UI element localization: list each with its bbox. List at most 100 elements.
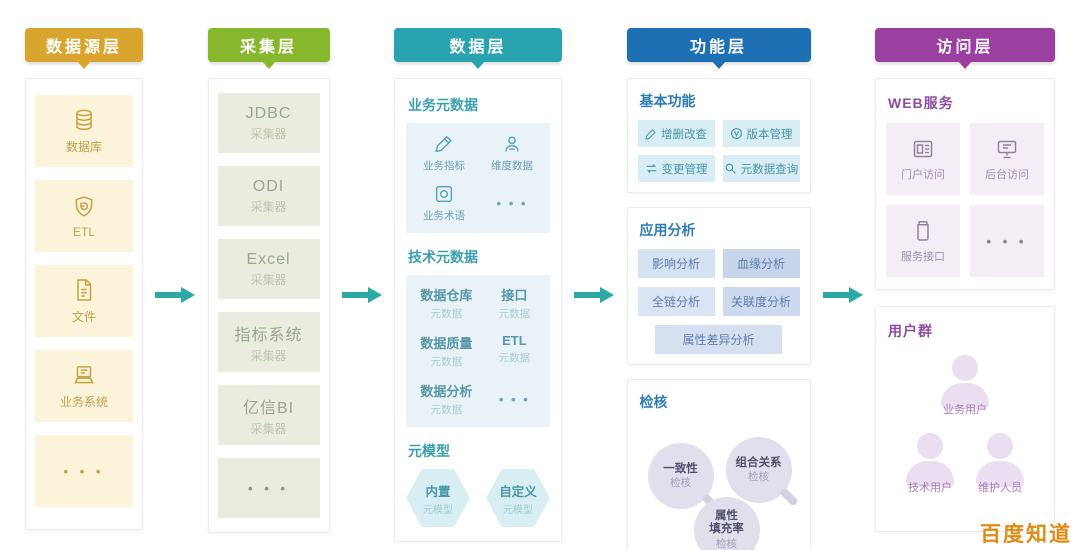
collector-sub: 采集器 bbox=[250, 421, 287, 436]
swap-icon bbox=[646, 164, 656, 173]
collector-sub: 采集器 bbox=[250, 272, 287, 287]
layer-data: 数据层 业务元数据 业务指标 bbox=[394, 28, 562, 542]
person-icon bbox=[917, 433, 943, 459]
collector-name: JDBC bbox=[245, 104, 292, 122]
flow-arrow-1 bbox=[153, 286, 197, 304]
collector-sub: 采集器 bbox=[250, 199, 287, 214]
lens-label: 一致性 bbox=[663, 462, 698, 475]
jar-icon bbox=[917, 220, 929, 241]
tech-item-quality: 数据质量 元数据 bbox=[410, 333, 483, 369]
check-lens-consistency: 一致性 检核 bbox=[647, 443, 714, 509]
web-services-box: WEB服务 门户访问 bbox=[875, 78, 1055, 290]
flow-arrow-4 bbox=[821, 286, 865, 304]
basic-btn-version: 版本管理 bbox=[722, 120, 800, 147]
source-item-label: 数据库 bbox=[65, 140, 102, 154]
person-icon bbox=[952, 355, 978, 381]
database-icon bbox=[76, 109, 92, 131]
user-label: 业务用户 bbox=[943, 404, 987, 416]
ellipsis-dots: • • • bbox=[498, 391, 530, 407]
ellipsis-dots: • • • bbox=[248, 480, 289, 496]
tech-item-warehouse: 数据仓库 元数据 bbox=[410, 285, 483, 321]
collector-item-odi: ODI 采集器 bbox=[217, 166, 320, 226]
pencil-icon bbox=[645, 128, 656, 140]
terms-icon bbox=[435, 185, 453, 203]
metamodel-sub: 元模型 bbox=[503, 504, 533, 516]
layer-access: 访问层 WEB服务 门户访问 bbox=[875, 28, 1055, 532]
web-tile-label: 后台访问 bbox=[985, 168, 1029, 181]
web-tile-service-api: 服务接口 bbox=[886, 205, 960, 277]
basic-btn-change: 变更管理 bbox=[637, 155, 715, 182]
lens-sub: 检核 bbox=[670, 477, 691, 490]
lens-label-2: 填充率 bbox=[709, 523, 744, 536]
analysis-btn-attribute-diff: 属性差异分析 bbox=[655, 325, 782, 354]
tech-item-interface: 接口 元数据 bbox=[483, 285, 546, 321]
section-title-metamodel: 元模型 bbox=[408, 443, 450, 459]
tech-item-name: 数据仓库 bbox=[420, 288, 473, 303]
collector-item-indicator-system: 指标系统 采集器 bbox=[217, 312, 320, 372]
technical-metadata-panel: 数据仓库 元数据 接口 元数据 数据质量 元数据 ETL 元数据 bbox=[406, 275, 550, 427]
collector-item-yixin-bi: 亿信BI 采集器 bbox=[217, 385, 320, 445]
source-item-label: ETL bbox=[72, 224, 95, 239]
layer-title: 采集层 bbox=[239, 39, 297, 56]
business-item-terms: 业务术语 bbox=[410, 183, 478, 223]
laptop-icon bbox=[74, 366, 94, 384]
source-item-more: • • • bbox=[35, 435, 133, 507]
metamodel-sub: 元模型 bbox=[423, 504, 453, 516]
section-title-web: WEB服务 bbox=[888, 95, 954, 111]
person-body bbox=[976, 461, 1024, 487]
analysis-btn-fullchain: 全链分析 bbox=[637, 287, 715, 316]
file-icon bbox=[77, 279, 92, 301]
tech-item-name: ETL bbox=[502, 333, 527, 348]
layer-title: 访问层 bbox=[936, 39, 994, 56]
business-metadata-panel: 业务指标 维度数据 bbox=[406, 123, 550, 233]
business-item-label: 业务术语 bbox=[423, 210, 465, 222]
data-card: 业务元数据 业务指标 bbox=[394, 78, 562, 542]
source-item-etl: ETL bbox=[35, 180, 133, 252]
section-title-analysis: 应用分析 bbox=[639, 222, 696, 238]
layer-function: 功能层 基本功能 增删改查 bbox=[626, 28, 811, 550]
business-item-label: 业务指标 bbox=[423, 160, 465, 172]
basic-btn-query: 元数据查询 bbox=[722, 155, 800, 182]
analysis-btn-correlation: 关联度分析 bbox=[722, 287, 800, 316]
layer-collect: 采集层 JDBC 采集器 ODI 采集器 Excel 采集器 指标系统 采集器 bbox=[207, 28, 330, 533]
check-box: 检核 一致性 检核 组合关系 检核 属性 填充率 检 bbox=[626, 379, 811, 550]
right-arrow-icon bbox=[822, 287, 863, 303]
ellipsis-dots: • • • bbox=[986, 233, 1028, 249]
collector-sub: 采集器 bbox=[250, 348, 287, 363]
tech-item-name: 接口 bbox=[501, 288, 528, 303]
collector-item-jdbc: JDBC 采集器 bbox=[217, 93, 320, 153]
collect-card: JDBC 采集器 ODI 采集器 Excel 采集器 指标系统 采集器 亿信BI bbox=[207, 78, 330, 533]
metamodel-row: 内置 元模型 自定义 元模型 bbox=[406, 469, 550, 527]
layer-header-access: 访问层 bbox=[875, 28, 1055, 62]
layer-title: 功能层 bbox=[689, 39, 747, 56]
right-arrow-icon bbox=[155, 287, 196, 303]
section-title-basic: 基本功能 bbox=[639, 93, 696, 109]
layer-title: 数据层 bbox=[449, 39, 507, 56]
analysis-btn-impact: 影响分析 bbox=[637, 249, 715, 278]
web-tile-label: 门户访问 bbox=[901, 168, 945, 181]
tech-item-name: 数据质量 bbox=[420, 336, 473, 351]
person-icon bbox=[987, 433, 1013, 459]
tech-item-sub: 元数据 bbox=[498, 308, 531, 320]
source-item-file: 文件 bbox=[35, 265, 133, 337]
person-body bbox=[906, 461, 954, 487]
check-lens-combination: 组合关系 检核 bbox=[725, 437, 792, 503]
layer-source: 数据源层 数据库 ETL bbox=[25, 28, 143, 530]
source-item-business-system: 业务系统 bbox=[35, 350, 133, 422]
user-label: 维护人员 bbox=[978, 482, 1022, 494]
section-title-check: 检核 bbox=[639, 394, 668, 410]
basic-btn-label: 元数据查询 bbox=[740, 163, 799, 176]
source-item-label: 文件 bbox=[71, 310, 96, 324]
business-item-label: 维度数据 bbox=[491, 160, 533, 172]
basic-btn-label: 增删改查 bbox=[661, 128, 707, 141]
watermark-baidu-zhidao: 百度知道 bbox=[980, 523, 1072, 546]
metamodel-name: 自定义 bbox=[499, 484, 537, 499]
right-arrow-icon bbox=[341, 287, 382, 303]
ellipsis-dots: • • • bbox=[63, 463, 105, 479]
portal-icon bbox=[913, 140, 933, 157]
user-groups-box: 用户群 业务用户 技术用户 bbox=[875, 306, 1055, 532]
web-tile-backend: 后台访问 bbox=[970, 123, 1044, 195]
basic-btn-label: 变更管理 bbox=[661, 163, 708, 176]
search-icon bbox=[725, 163, 736, 174]
